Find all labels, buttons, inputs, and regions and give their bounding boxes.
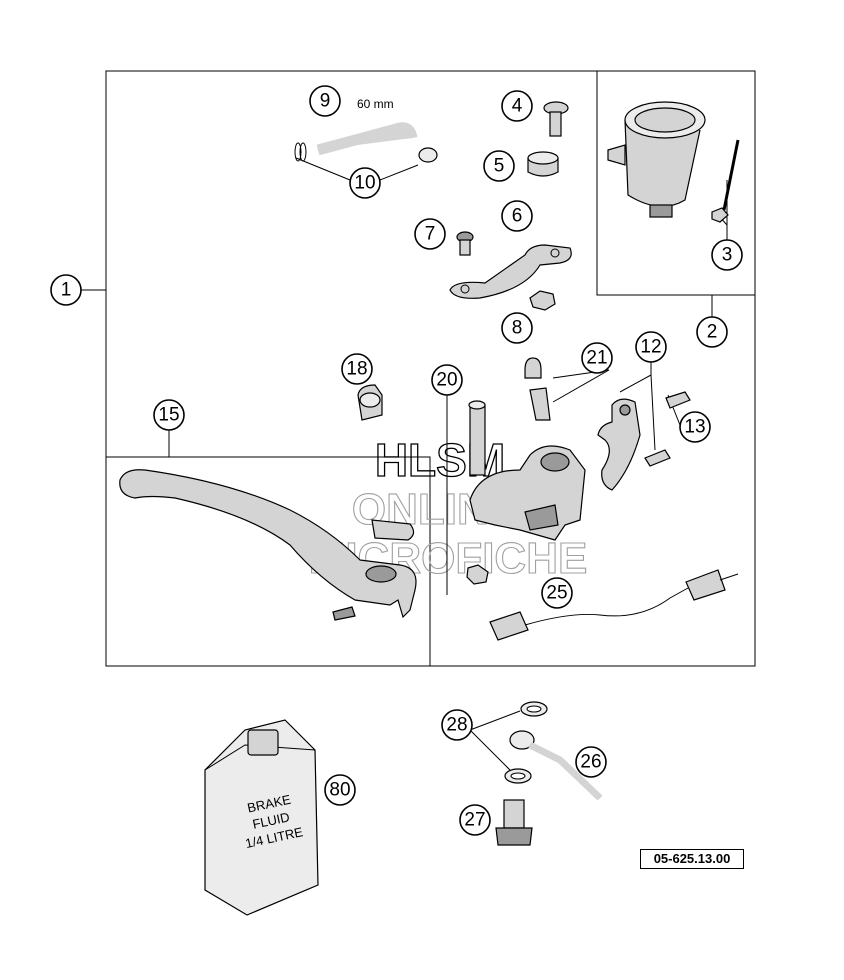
callout-26: 26 bbox=[575, 746, 607, 778]
reservoir-part bbox=[607, 101, 740, 223]
leader-lines bbox=[80, 157, 728, 771]
hose-part bbox=[316, 122, 418, 156]
callout-25: 25 bbox=[541, 577, 573, 609]
svg-text:26: 26 bbox=[580, 752, 601, 773]
callout-5: 5 bbox=[483, 150, 515, 182]
svg-text:27: 27 bbox=[464, 810, 485, 831]
rubber-bushing-part bbox=[527, 151, 559, 177]
callout-2: 2 bbox=[696, 316, 728, 348]
callouts: 1 2 3 4 5 6 7 8 9 10 12 13 15 18 20 21 2… bbox=[50, 85, 743, 836]
brake-switch-part bbox=[489, 569, 739, 641]
brake-lever-part bbox=[119, 469, 417, 621]
callout-8: 8 bbox=[501, 312, 533, 344]
screw-part bbox=[543, 101, 569, 137]
callout-12: 12 bbox=[635, 331, 667, 363]
handlebar-clamp-part bbox=[597, 391, 691, 491]
svg-text:7: 7 bbox=[425, 224, 436, 245]
callout-15: 15 bbox=[153, 399, 185, 431]
washer-parts bbox=[504, 701, 548, 784]
svg-text:12: 12 bbox=[640, 337, 661, 358]
svg-text:3: 3 bbox=[722, 245, 733, 266]
callout-20: 20 bbox=[431, 364, 463, 396]
master-cylinder-part bbox=[469, 445, 586, 541]
nut-part bbox=[529, 290, 556, 311]
callout-1: 1 bbox=[50, 274, 82, 306]
svg-text:80: 80 bbox=[329, 780, 350, 801]
svg-text:4: 4 bbox=[512, 96, 523, 117]
callout-80: 80 bbox=[324, 774, 356, 806]
callout-3: 3 bbox=[711, 239, 743, 271]
svg-text:9: 9 bbox=[320, 91, 331, 112]
callout-7: 7 bbox=[414, 218, 446, 250]
svg-text:5: 5 bbox=[494, 156, 505, 177]
svg-text:18: 18 bbox=[346, 359, 367, 380]
brake-line-part bbox=[509, 730, 603, 801]
svg-text:2: 2 bbox=[707, 322, 718, 343]
bolt-part bbox=[456, 231, 474, 256]
callout-27: 27 bbox=[459, 804, 491, 836]
pin-part bbox=[466, 400, 489, 585]
svg-text:20: 20 bbox=[436, 370, 457, 391]
callout-6: 6 bbox=[501, 200, 533, 232]
bracket-part bbox=[449, 244, 572, 299]
cap-part bbox=[357, 384, 383, 421]
banjo-bolt-part bbox=[495, 799, 533, 846]
callout-4: 4 bbox=[501, 90, 533, 122]
callout-10: 10 bbox=[349, 167, 381, 199]
assembly-frame bbox=[105, 70, 756, 667]
callout-28: 28 bbox=[441, 709, 473, 741]
svg-text:13: 13 bbox=[684, 417, 705, 438]
svg-text:10: 10 bbox=[354, 173, 375, 194]
callout-21: 21 bbox=[581, 342, 613, 374]
svg-text:6: 6 bbox=[512, 206, 523, 227]
hose-length-label: 60 mm bbox=[357, 97, 394, 111]
svg-text:28: 28 bbox=[446, 715, 467, 736]
svg-text:1: 1 bbox=[61, 280, 72, 301]
svg-text:25: 25 bbox=[546, 583, 567, 604]
brake-fluid-bottle: BRAKE FLUID 1/4 LITRE bbox=[204, 719, 319, 916]
callout-18: 18 bbox=[341, 353, 373, 385]
svg-text:8: 8 bbox=[512, 318, 523, 339]
callout-9: 9 bbox=[309, 85, 341, 117]
diagram-reference-code: 05-625.13.00 bbox=[640, 849, 744, 869]
bleeder-valve-part bbox=[524, 357, 551, 421]
svg-text:15: 15 bbox=[158, 405, 179, 426]
svg-text:21: 21 bbox=[586, 348, 607, 369]
hose-clamp-part bbox=[294, 142, 438, 163]
callout-13: 13 bbox=[679, 411, 711, 443]
